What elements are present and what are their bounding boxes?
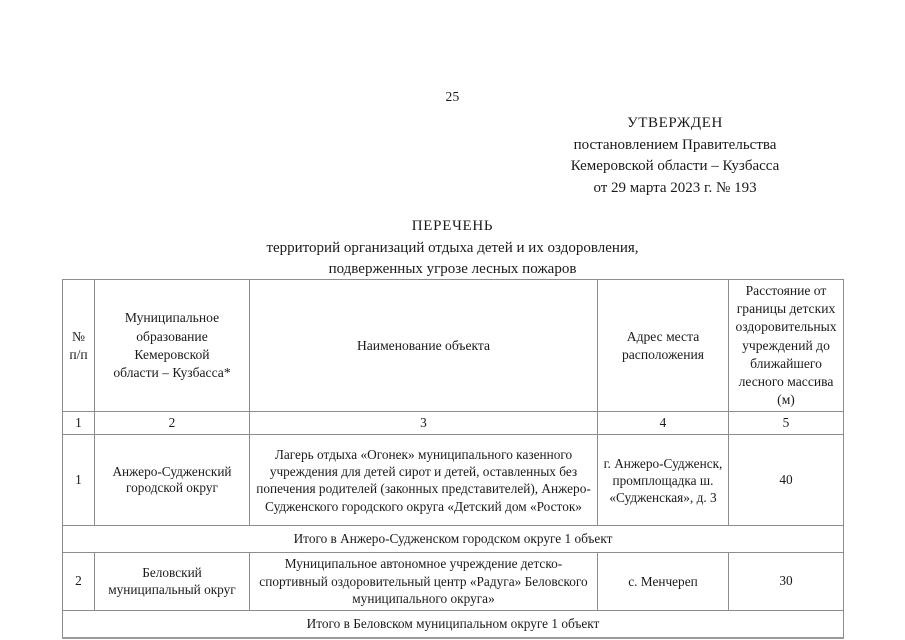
header-municipality-line-3: Кемеровской [134,346,210,362]
header-number-line-1: № [72,328,85,344]
header-address-line-2: расположения [621,346,705,362]
approval-line-2: Кемеровской области – Кузбасса [570,158,780,174]
row-object-name: Муниципальное автономное учреждение детс… [249,552,598,611]
column-number-5: 5 [728,411,844,436]
column-number-4: 4 [597,411,729,436]
header-distance-line-4: учреждений до [742,337,830,353]
row-distance: 30 [728,552,844,611]
table-total-row: Итого в Анжеро-Судженском городском окру… [62,525,844,554]
header-cell-object-name: Наименование объекта [249,278,598,413]
header-number-line-2: п/п [69,346,88,362]
header-distance-line-7: (м) [777,392,795,408]
table-row: 2 Беловский муниципальный округ Муниципа… [62,552,844,611]
document-subtitle-line-1: территорий организаций отдыха детей и их… [266,239,639,256]
column-number-2: 2 [94,411,250,436]
header-municipality-line-4: области – Кузбасса* [113,364,231,380]
row-address: с. Менчереп [597,552,729,611]
row-address: г. Анжеро-Судженск, промплощадка ш. «Суд… [597,434,729,527]
page-number: 25 [445,89,460,104]
header-municipality-line-2: образование [136,328,208,344]
column-number-1: 1 [62,411,95,436]
row-municipality: Анжеро-Судженский городской округ [94,434,250,527]
document-subtitle-line-2: подверженных угрозе лесных пожаров [328,261,577,277]
perechen-table: № п/п Муниципальное образование Кемеровс… [62,278,844,639]
header-distance-line-1: Расстояние от [745,283,827,298]
header-cell-distance: Расстояние от границы детских оздоровите… [728,278,844,413]
header-distance-line-3: оздоровительных [735,319,837,335]
header-distance-line-2: границы детских [736,301,836,317]
table-total-row: Итого в Беловском муниципальном округе 1… [62,609,844,639]
header-municipality-line-1: Муниципальное [124,310,220,326]
approval-block: УТВЕРЖДЕН постановлением Правительства К… [495,113,855,199]
row-municipality: Беловский муниципальный округ [94,552,250,611]
document-title-block: ПЕРЕЧЕНЬ территорий организаций отдыха д… [0,216,905,281]
header-cell-address: Адрес места расположения [597,278,729,413]
header-distance-line-5: ближайшего [750,355,822,371]
approval-approved-word: УТВЕРЖДЕН [627,115,723,131]
row-number: 1 [62,434,95,527]
total-text: Итого в Анжеро-Судженском городском окру… [62,525,844,554]
row-distance: 40 [728,434,844,527]
approval-line-1: постановлением Правительства [573,136,777,153]
approval-line-3: от 29 марта 2023 г. № 193 [593,179,757,196]
header-cell-number: № п/п [62,278,95,413]
header-address-line-1: Адрес места [626,328,700,344]
header-cell-municipality: Муниципальное образование Кемеровской об… [94,278,250,413]
header-distance-line-6: лесного массива [738,374,834,390]
column-number-3: 3 [249,411,598,436]
row-number: 2 [62,552,95,611]
row-object-name: Лагерь отдыха «Огонек» муниципального ка… [249,434,598,527]
total-text: Итого в Беловском муниципальном округе 1… [62,609,844,639]
table-column-number-row: 1 2 3 4 5 [62,411,844,436]
document-title: ПЕРЕЧЕНЬ [411,218,494,234]
table-header-row: № п/п Муниципальное образование Кемеровс… [62,278,844,413]
table-row: 1 Анжеро-Судженский городской округ Лаге… [62,434,844,527]
